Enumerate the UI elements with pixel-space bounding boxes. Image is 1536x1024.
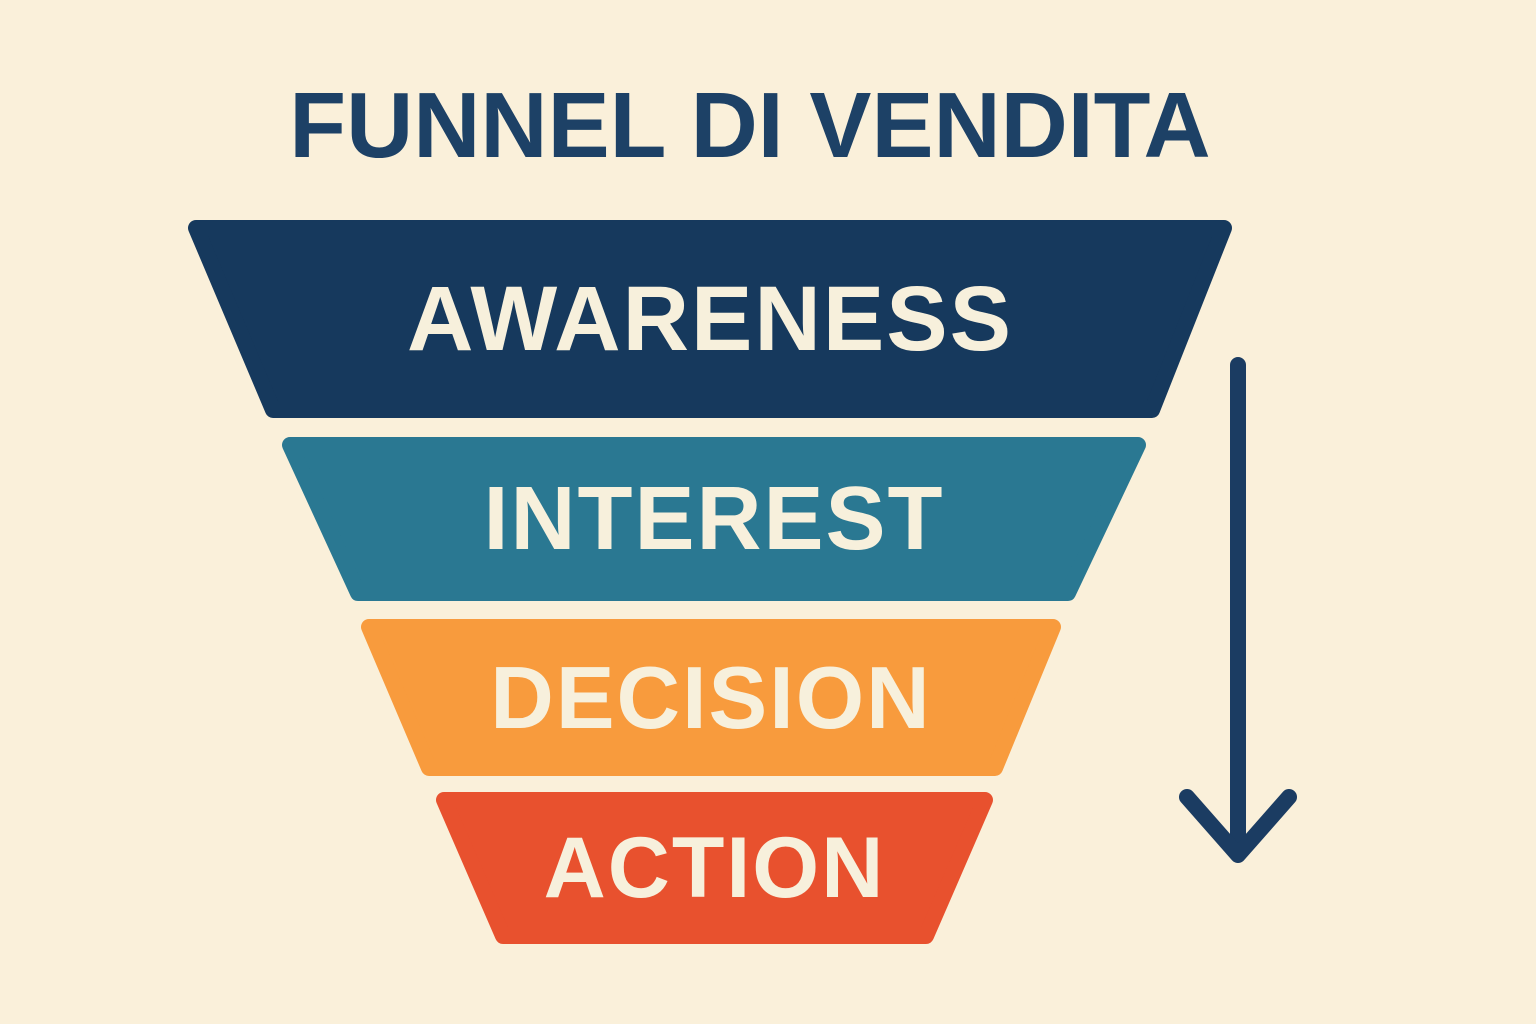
funnel-stage-shape-action (436, 792, 993, 944)
stage-label-awareness: AWARENESS (407, 267, 1013, 370)
page-title: FUNNEL DI VENDITA (289, 73, 1211, 177)
stage-label-action: ACTION (543, 819, 886, 916)
stage-label-decision: DECISION (490, 647, 932, 747)
down-arrow-icon (1179, 357, 1297, 863)
funnel-stage-shape-interest (282, 437, 1146, 601)
funnel-stage-shape-decision (361, 619, 1061, 776)
arrow-head (1179, 789, 1297, 863)
funnel-stage-shape-awareness (188, 220, 1232, 418)
stage-label-interest: INTEREST (483, 468, 945, 569)
